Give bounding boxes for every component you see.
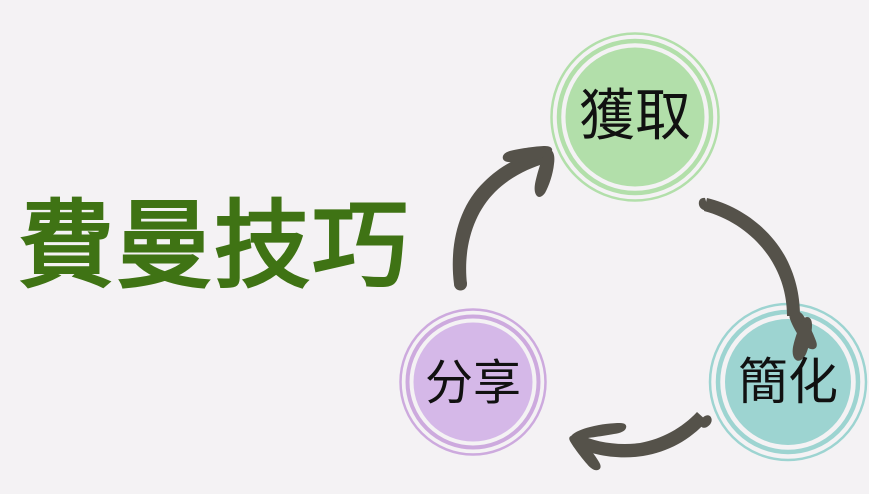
arrow-simplify-to-share-head [571, 423, 627, 440]
page-title: 費曼技巧 [18, 190, 410, 302]
arrow-acquire-to-simplify-head-2 [792, 317, 812, 361]
node-share-middle-ring [405, 314, 541, 450]
node-share-fill [413, 322, 533, 442]
arrow-simplify-to-share-head-2 [569, 435, 601, 471]
cycle-node-share[interactable] [399, 308, 547, 456]
cycle-node-acquire[interactable] [550, 32, 720, 202]
arrow-simplify-to-share-shaft [573, 412, 707, 458]
arrow-acquire-to-simplify-shaft [704, 198, 800, 316]
arrow-share-to-acquire-head [502, 146, 553, 163]
node-acquire-fill [565, 47, 705, 187]
node-share-outer-ring [399, 308, 547, 456]
arrow-simplify-to-share [569, 412, 712, 471]
cycle-node-simplify[interactable] [708, 302, 868, 462]
arrow-acquire-to-simplify-tail-cap [698, 197, 709, 211]
node-simplify-fill [725, 319, 851, 445]
arrow-share-to-acquire [452, 146, 555, 291]
arrow-share-to-acquire-tail-cap [454, 277, 467, 291]
arrow-share-to-acquire-shaft [452, 150, 546, 284]
arrow-acquire-to-simplify [698, 197, 817, 361]
node-acquire-outer-ring [550, 32, 720, 202]
arrow-share-to-acquire-head-2 [534, 149, 555, 197]
node-acquire-middle-ring [556, 38, 714, 196]
arrow-simplify-to-share-tail-cap [700, 415, 712, 428]
